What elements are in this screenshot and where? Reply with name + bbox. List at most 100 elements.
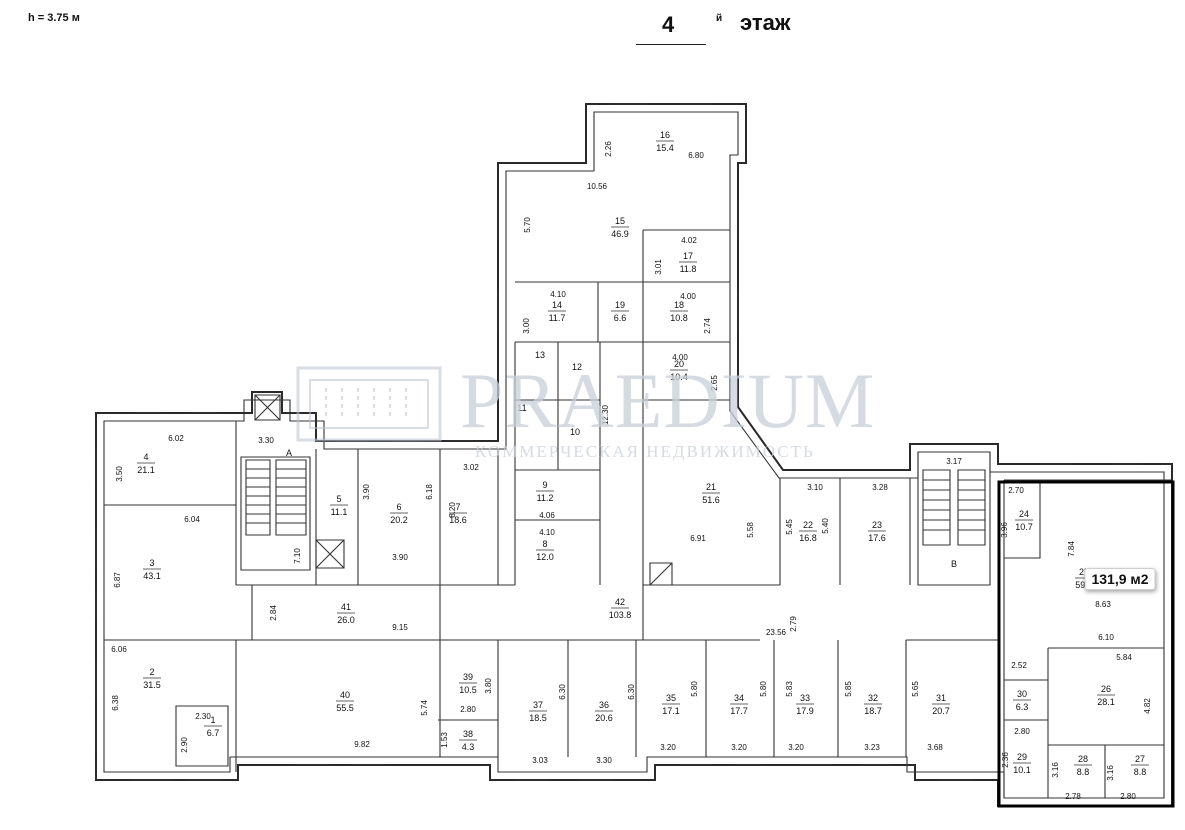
- dimension-label: 3.50: [115, 466, 124, 482]
- dimension-label: 6.80: [688, 151, 704, 160]
- room-area-38: 4.3: [462, 742, 475, 752]
- room-area-5: 11.1: [331, 507, 348, 517]
- floor-underline: [636, 44, 706, 45]
- dimension-label: 2.84: [269, 605, 278, 621]
- room-number-1: 1: [210, 715, 215, 725]
- room-number-13: 13: [535, 350, 545, 360]
- dimension-label: 5.85: [844, 681, 853, 697]
- room-area-40: 55.5: [336, 703, 354, 713]
- dimension-label: 6.02: [168, 434, 184, 443]
- room-number-30: 30: [1017, 689, 1027, 699]
- room-number-24: 24: [1019, 509, 1029, 519]
- dimension-label: 4.02: [681, 236, 697, 245]
- dimension-label: 6.10: [1098, 633, 1114, 642]
- room-area-22: 16.8: [799, 533, 817, 543]
- room-area-33: 17.9: [796, 706, 814, 716]
- room-number-8: 8: [542, 539, 547, 549]
- room-number-6: 6: [396, 502, 401, 512]
- dimension-label: 4.06: [539, 511, 555, 520]
- dimension-label: 5.84: [1116, 653, 1132, 662]
- room-area-2: 31.5: [143, 680, 161, 690]
- dimension-label: 3.17: [946, 457, 962, 466]
- dimension-label: 2.78: [1065, 792, 1081, 801]
- room-number-10: 10: [570, 427, 580, 437]
- dimension-label: 5.83: [785, 681, 794, 697]
- dimension-label: 3.02: [463, 463, 479, 472]
- dimension-label: 3.28: [872, 483, 888, 492]
- dimension-label: 7.84: [1067, 541, 1076, 557]
- dimension-label: 5.80: [759, 681, 768, 697]
- dimension-label: 2.80: [460, 705, 476, 714]
- dimension-label: 12.30: [601, 404, 610, 425]
- room-number-35: 35: [666, 693, 676, 703]
- dimension-label: 2.26: [604, 141, 613, 157]
- dimension-label: 2.70: [1008, 486, 1024, 495]
- dimension-label: 1.53: [440, 732, 449, 748]
- room-number-3: 3: [149, 558, 154, 568]
- dimension-label: 3.90: [362, 484, 371, 500]
- room-number-36: 36: [599, 700, 609, 710]
- room-area-35: 17.1: [662, 706, 680, 716]
- room-area-21: 51.6: [702, 495, 720, 505]
- floor-number: 4: [662, 12, 675, 37]
- room-area-18: 10.8: [670, 313, 688, 323]
- dimension-label: 3.16: [1051, 762, 1060, 778]
- dimension-label: 6.87: [113, 572, 122, 588]
- dimension-label: 8.20: [448, 502, 457, 518]
- highlight-area-label: 131,9 м2: [1084, 568, 1156, 590]
- room-number-27: 27: [1135, 754, 1145, 764]
- room-area-19: 6.6: [614, 313, 627, 323]
- room-area-16: 15.4: [656, 143, 674, 153]
- room-number-20: 20: [674, 359, 684, 369]
- dimension-label: 3.96: [1000, 522, 1009, 538]
- dimension-label: 8.63: [1095, 600, 1111, 609]
- dimension-label: 6.38: [111, 695, 120, 711]
- room-number-15: 15: [615, 216, 625, 226]
- room-area-29: 10.1: [1013, 765, 1031, 775]
- dimension-label: 6.06: [111, 645, 127, 654]
- floor-number-suffix: й: [716, 13, 723, 24]
- stair-labels: A B: [286, 448, 957, 569]
- room-area-7: 18.6: [449, 515, 467, 525]
- room-area-30: 6.3: [1016, 702, 1029, 712]
- room-area-39: 10.5: [459, 685, 477, 695]
- dimension-label: 3.30: [258, 436, 274, 445]
- dimension-label: 5.45: [785, 519, 794, 535]
- dimension-label: 3.10: [807, 483, 823, 492]
- dimension-label: 3.30: [596, 756, 612, 765]
- room-number-25: 25: [1079, 567, 1089, 577]
- dimension-label: 5.40: [821, 518, 830, 534]
- room-area-37: 18.5: [529, 713, 547, 723]
- dimension-label: 2.79: [789, 616, 798, 632]
- dimension-label: 4.00: [680, 292, 696, 301]
- dimension-label: 2.74: [703, 318, 712, 334]
- room-area-31: 20.7: [932, 706, 950, 716]
- room-area-26: 28.1: [1097, 697, 1115, 707]
- room-number-17: 17: [683, 251, 693, 261]
- room-number-28: 28: [1078, 754, 1088, 764]
- room-number-38: 38: [463, 729, 473, 739]
- room-number-4: 4: [143, 452, 148, 462]
- room-number-26: 26: [1101, 684, 1111, 694]
- room-area-15: 46.9: [611, 229, 629, 239]
- dimension-label: 7.10: [293, 548, 302, 564]
- room-number-22: 22: [803, 520, 813, 530]
- floor-height-label: h = 3.75 м: [28, 12, 80, 24]
- room-area-14: 11.7: [549, 313, 566, 323]
- dimension-label: 3.90: [392, 553, 408, 562]
- room-number-11: 11: [517, 403, 526, 413]
- room-number-37: 37: [533, 700, 543, 710]
- room-area-36: 20.6: [595, 713, 613, 723]
- dimension-label: 3.16: [1106, 765, 1115, 781]
- dimension-label: 3.20: [788, 743, 804, 752]
- room-number-23: 23: [872, 520, 882, 530]
- room-number-16: 16: [660, 130, 670, 140]
- dimension-label: 3.23: [864, 743, 880, 752]
- room-number-12: 12: [572, 362, 582, 372]
- room-area-32: 18.7: [864, 706, 882, 716]
- room-number-19: 19: [615, 300, 625, 310]
- room-number-41: 41: [341, 602, 351, 612]
- room-number-29: 29: [1017, 752, 1027, 762]
- floor-label: этаж: [740, 10, 791, 35]
